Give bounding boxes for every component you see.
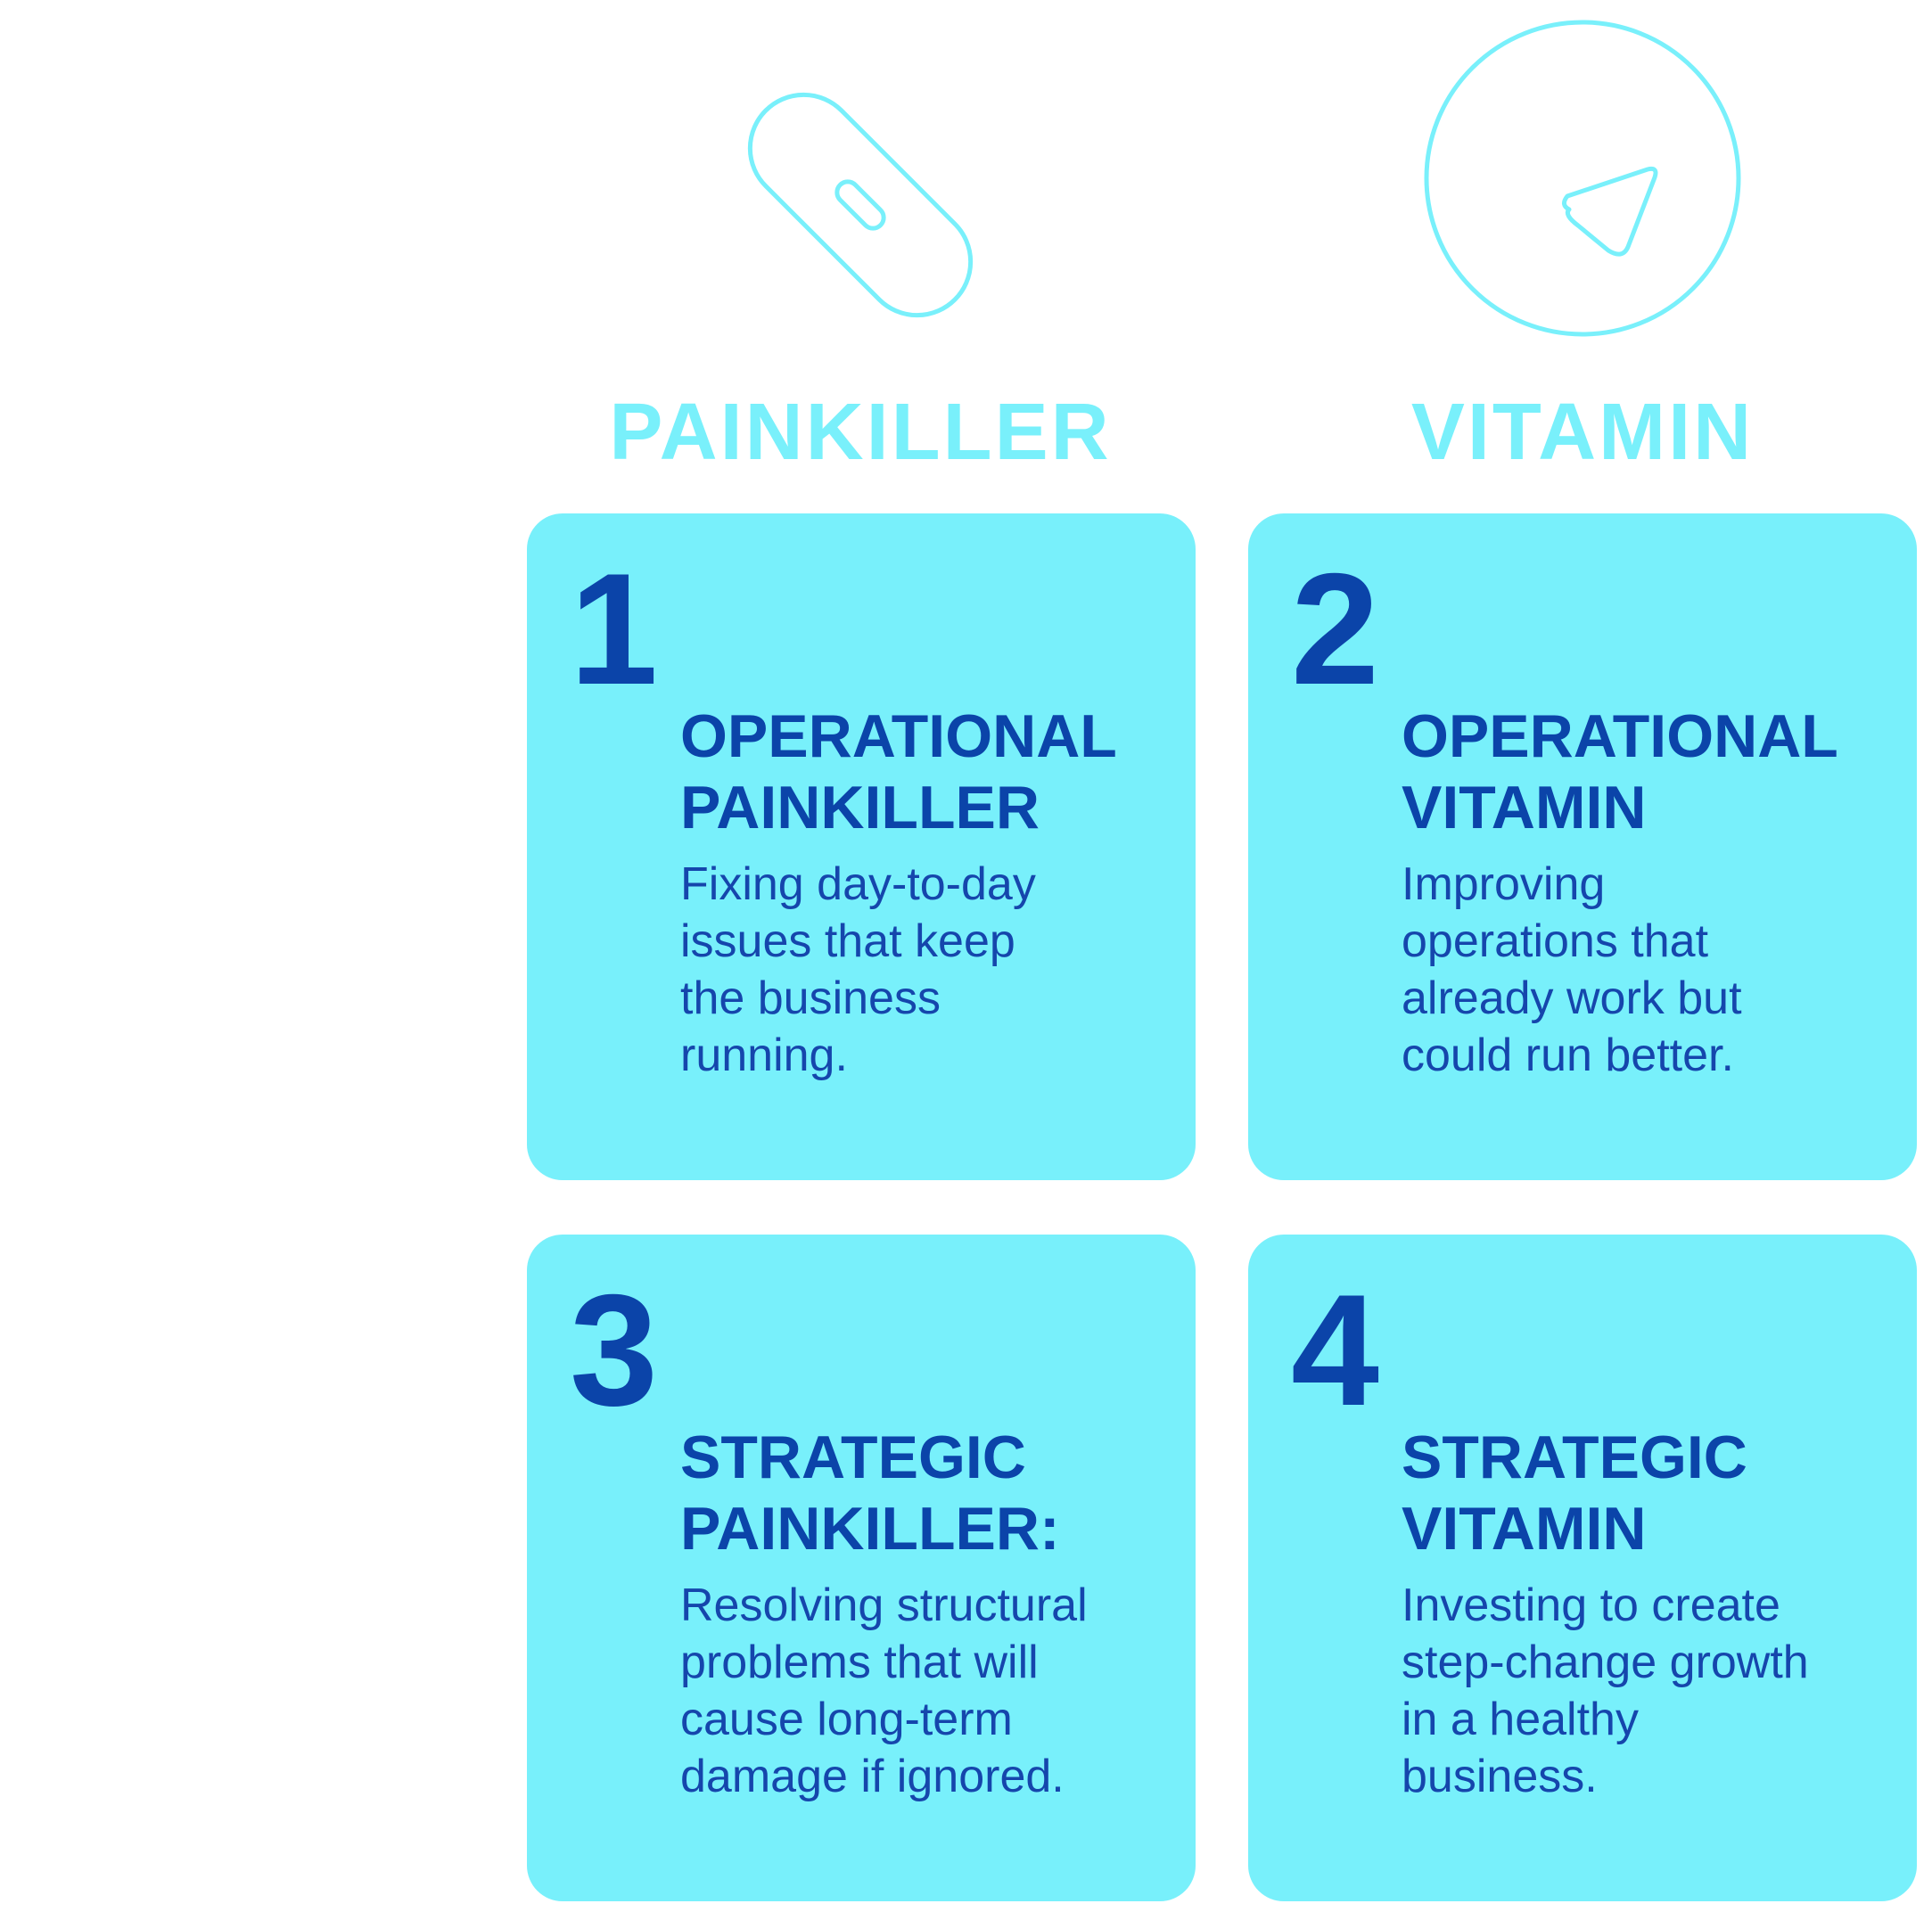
card-description: Fixing day-to-day issues that keep the b… xyxy=(680,858,1036,1081)
painkiller-heading: PAINKILLER xyxy=(609,388,1112,477)
card-number: 3 xyxy=(570,1261,658,1439)
card-strategic-vitamin: 4 STRATEGIC VITAMIN Investing to create … xyxy=(1248,1235,1917,1901)
card-number: 4 xyxy=(1291,1261,1379,1439)
card-title: STRATEGIC VITAMIN xyxy=(1402,1424,1747,1563)
card-description: Investing to create step-change growth i… xyxy=(1402,1579,1809,1802)
card-title: STRATEGIC PAINKILLER: xyxy=(680,1424,1060,1563)
card-description: Resolving structural problems that will … xyxy=(680,1579,1088,1802)
card-number: 2 xyxy=(1291,540,1379,718)
vitamin-heading: VITAMIN xyxy=(1410,388,1755,477)
card-description: Improving operations that already work b… xyxy=(1402,858,1742,1081)
card-number: 1 xyxy=(570,540,658,718)
vitamin-tablet-icon xyxy=(1418,13,1747,343)
card-title: OPERATIONAL VITAMIN xyxy=(1402,702,1838,841)
card-operational-vitamin: 2 OPERATIONAL VITAMIN Improving operatio… xyxy=(1248,513,1917,1180)
card-operational-painkiller: 1 OPERATIONAL PAINKILLER Fixing day-to-d… xyxy=(527,513,1196,1180)
card-title: OPERATIONAL PAINKILLER xyxy=(680,702,1117,841)
card-strategic-painkiller: 3 STRATEGIC PAINKILLER: Resolving struct… xyxy=(527,1235,1196,1901)
pill-capsule-icon xyxy=(718,62,1003,348)
